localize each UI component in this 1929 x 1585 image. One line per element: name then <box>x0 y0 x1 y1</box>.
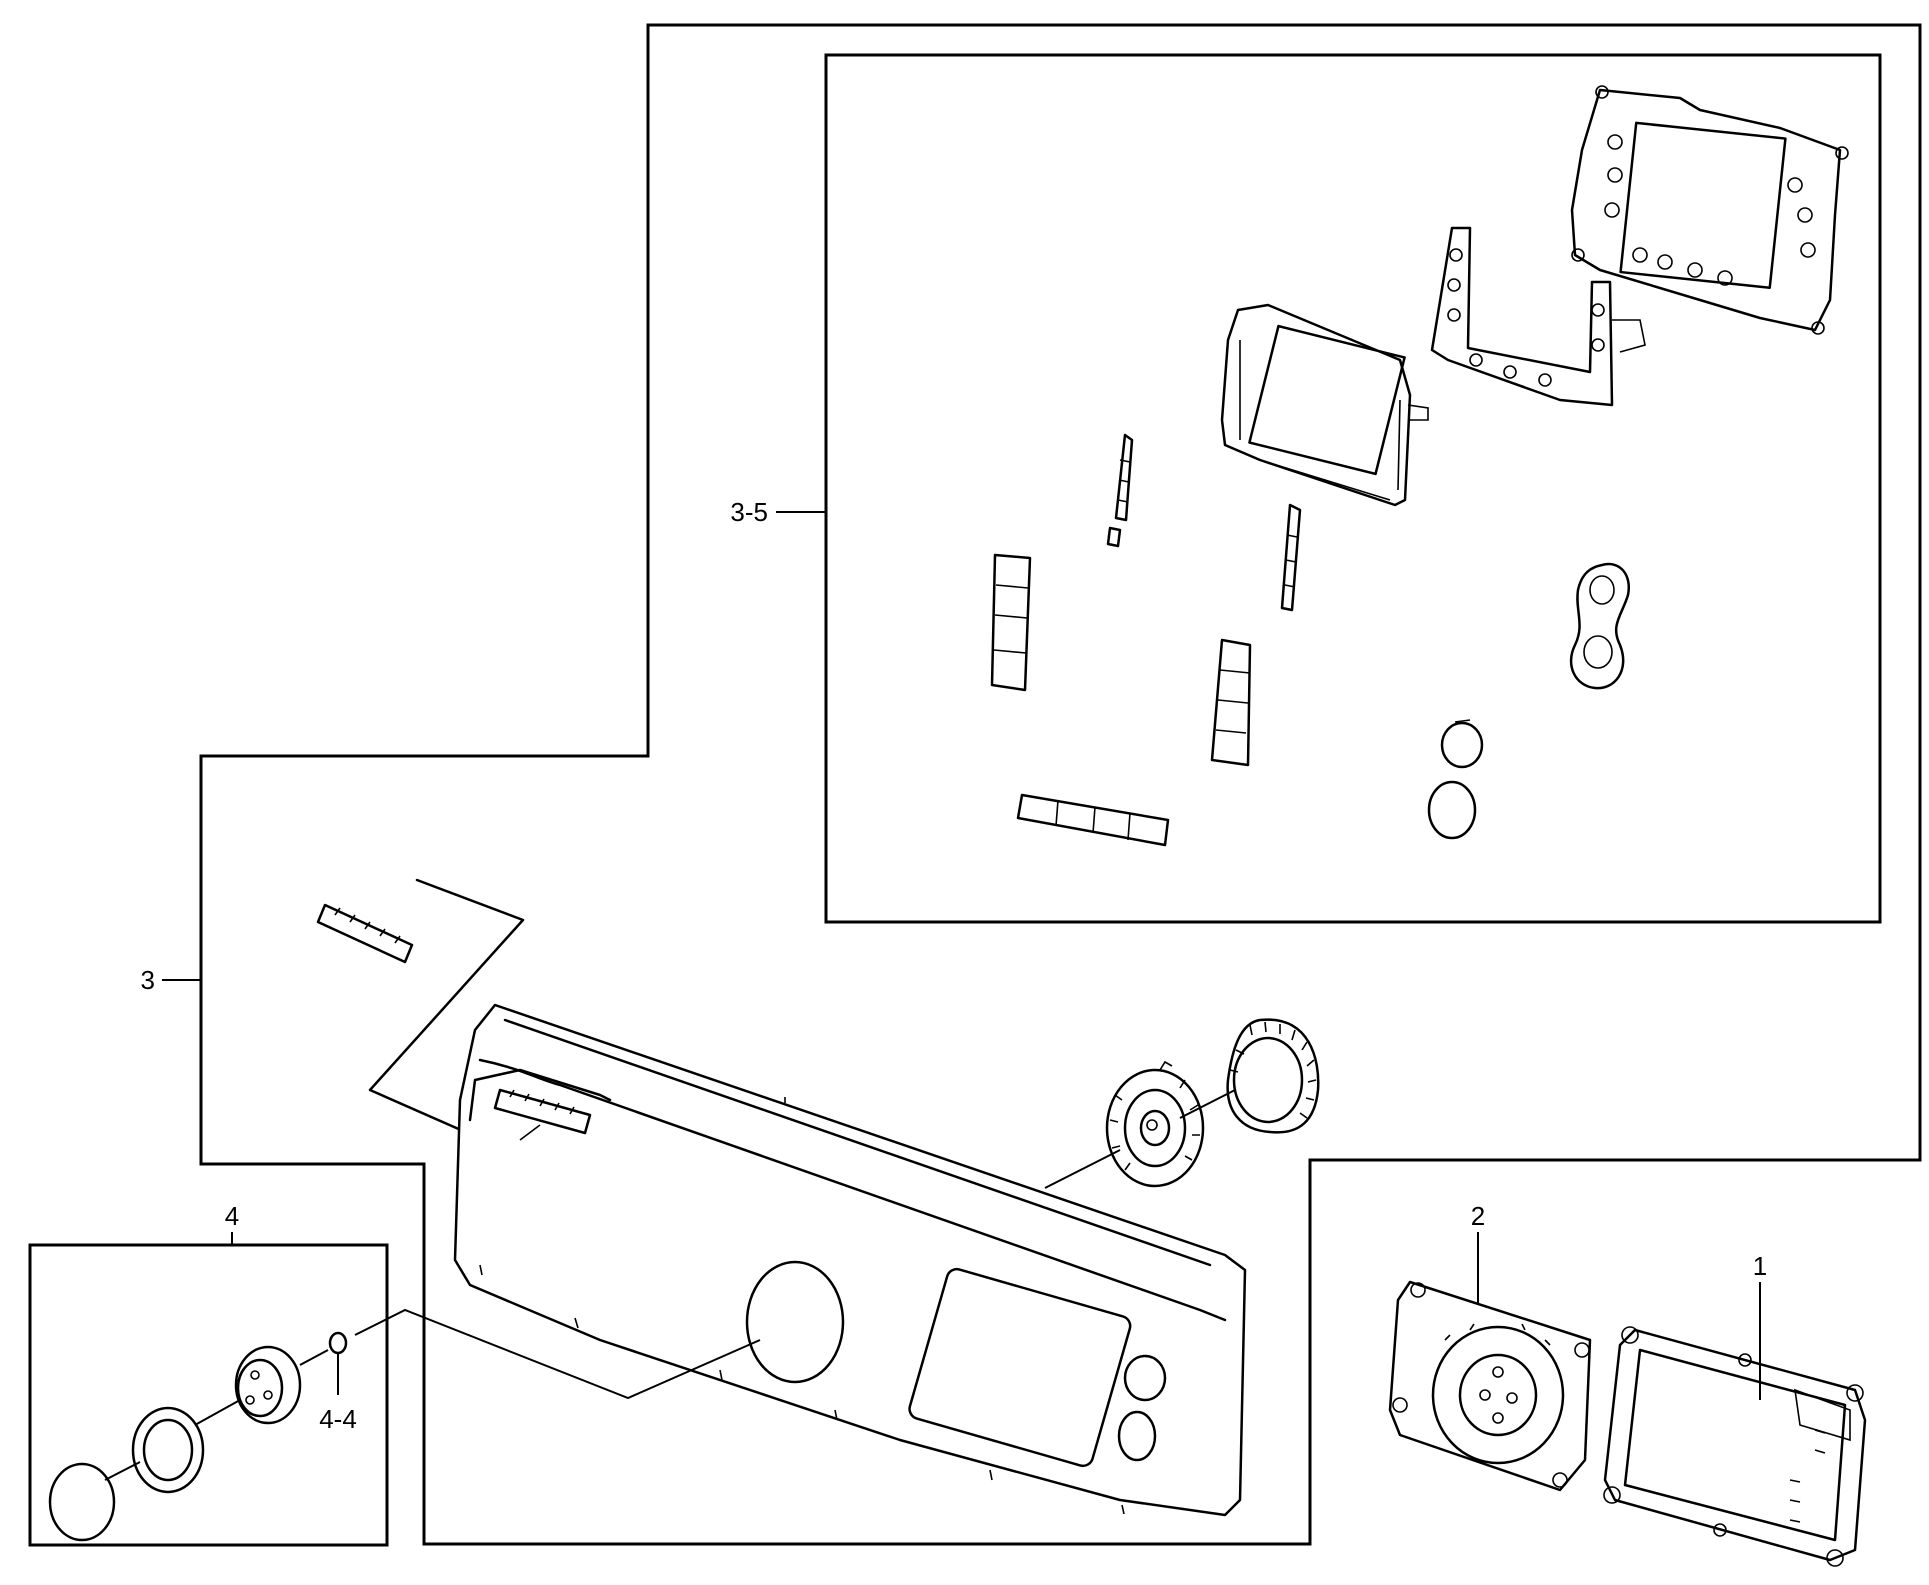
display-window-frame <box>1220 303 1429 507</box>
led-bracket-l <box>1430 226 1646 407</box>
part-2-encoder-pcb <box>1388 1280 1592 1492</box>
label-sticker-small <box>316 903 414 964</box>
knob-ring <box>131 1406 205 1494</box>
callout-1: 1 <box>1753 1251 1767 1281</box>
part-1-main-pcb <box>1603 1326 1867 1567</box>
label-sticker-on-panel <box>493 1088 592 1141</box>
callout-2: 2 <box>1471 1201 1485 1231</box>
frame-group-3-5 <box>824 53 1882 924</box>
push-button-small <box>1440 719 1484 769</box>
frame-group-4 <box>28 1243 389 1547</box>
pcb-frame-large <box>1570 85 1849 335</box>
frame-group-3 <box>199 23 1922 1546</box>
button-strip-a <box>1106 433 1134 548</box>
leader-4-to-panel <box>354 1308 761 1400</box>
button-strip-b <box>990 553 1032 692</box>
callout-4-4: 4-4 <box>319 1404 357 1434</box>
encoder-dial-ring <box>1226 1018 1320 1134</box>
callout-4: 4 <box>225 1201 239 1231</box>
keypad-flat <box>1016 793 1170 847</box>
knob-ring-holder <box>1569 562 1631 690</box>
button-opening-2 <box>1117 1410 1157 1462</box>
knob-spring-4-4 <box>328 1331 348 1355</box>
leader-4-disc-ring <box>104 1461 141 1481</box>
leader-encoder <box>1044 1149 1121 1189</box>
control-panel-body <box>453 1003 1247 1517</box>
leader-4-ring-body <box>194 1399 241 1426</box>
knob-opening <box>745 1260 845 1384</box>
button-strip-c <box>1280 503 1302 612</box>
callout-3: 3 <box>141 965 155 995</box>
button-opening-1 <box>1123 1354 1167 1402</box>
push-button-oval <box>1427 780 1477 840</box>
display-opening <box>908 1267 1132 1468</box>
leader-4-body-spring <box>299 1349 329 1366</box>
button-strip-d <box>1210 638 1252 767</box>
knob-cap-disc <box>48 1462 116 1542</box>
leader-encoder-ring <box>1179 1089 1236 1119</box>
knob-body <box>234 1345 302 1425</box>
encoder-knob-assembly <box>1105 1060 1205 1188</box>
callout-3-5: 3-5 <box>730 497 768 527</box>
